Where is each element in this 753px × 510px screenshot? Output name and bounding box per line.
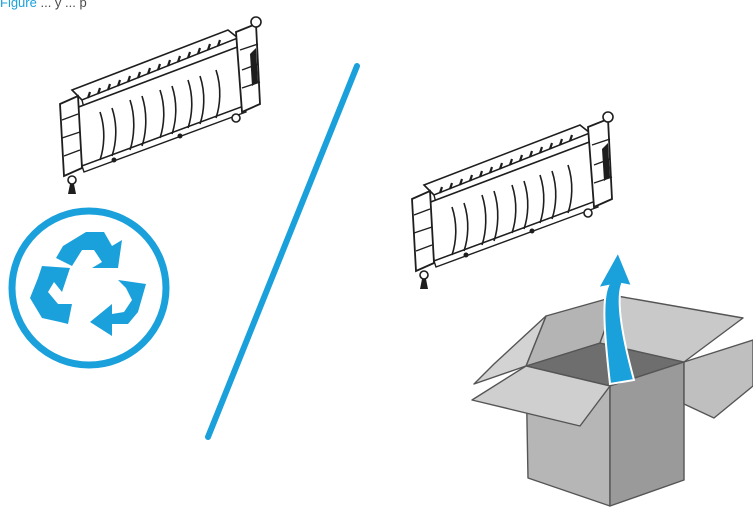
new-fuser-unit-icon bbox=[412, 112, 613, 289]
divider-line bbox=[208, 66, 357, 437]
recycle-icon bbox=[12, 211, 166, 365]
old-fuser-unit-icon bbox=[60, 17, 261, 194]
